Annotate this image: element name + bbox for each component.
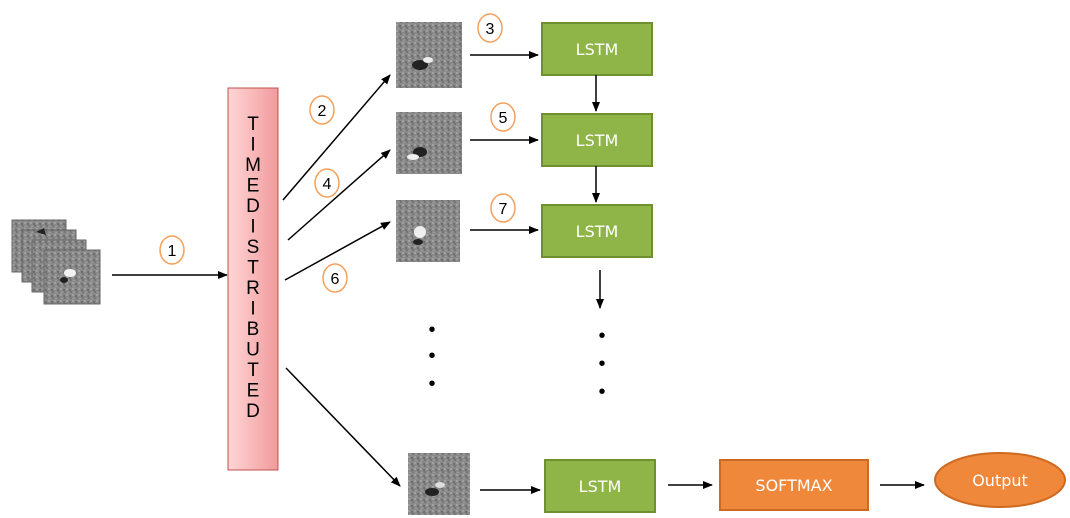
lstm-cell-2: LSTM bbox=[541, 113, 653, 167]
timedistributed-letter: M bbox=[245, 155, 261, 176]
lstm-cell-4: LSTM bbox=[544, 459, 656, 513]
output-node: Output bbox=[934, 452, 1066, 508]
step-badge-2: 2 bbox=[309, 95, 335, 125]
step-label-3: 3 bbox=[486, 21, 495, 38]
arrow-td-to-frame-3 bbox=[284, 221, 391, 281]
timedistributed-letter: I bbox=[250, 217, 255, 238]
svg-text:•: • bbox=[598, 325, 605, 347]
step-badge-4: 4 bbox=[314, 168, 340, 198]
softmax-label: SOFTMAX bbox=[755, 476, 832, 495]
lstm-ellipsis: • • • bbox=[598, 325, 605, 403]
timedistributed-letter: S bbox=[247, 237, 260, 258]
input-frame-stack bbox=[11, 219, 101, 305]
svg-text:•: • bbox=[428, 319, 435, 341]
step-label-4: 4 bbox=[323, 176, 332, 193]
timedistributed-letter: I bbox=[250, 135, 255, 156]
step-badge-6: 6 bbox=[322, 263, 348, 293]
frame-3 bbox=[396, 200, 460, 262]
output-label: Output bbox=[972, 471, 1028, 490]
svg-text:•: • bbox=[598, 353, 605, 375]
lstm-label-1: LSTM bbox=[576, 40, 619, 59]
timedistributed-letter: T bbox=[247, 360, 259, 381]
frames-ellipsis: • • • bbox=[428, 319, 435, 395]
frame-last bbox=[408, 453, 470, 515]
timedistributed-letter: B bbox=[247, 319, 260, 340]
step-label-5: 5 bbox=[499, 110, 508, 127]
timedistributed-letter: T bbox=[247, 258, 259, 279]
timedistributed-letter: T bbox=[247, 114, 259, 135]
svg-text:•: • bbox=[598, 381, 605, 403]
lstm-cell-3: LSTM bbox=[541, 204, 653, 258]
step-badge-7: 7 bbox=[490, 193, 516, 223]
arrow-td-to-frame-1 bbox=[282, 74, 391, 201]
step-badge-5: 5 bbox=[490, 102, 516, 132]
lstm-label-4: LSTM bbox=[579, 477, 622, 496]
step-label-1: 1 bbox=[168, 243, 177, 260]
step-label-2: 2 bbox=[318, 103, 327, 120]
svg-text:•: • bbox=[428, 345, 435, 367]
lstm-label-3: LSTM bbox=[576, 222, 619, 241]
softmax-layer: SOFTMAX bbox=[719, 459, 869, 511]
timedistributed-letter: R bbox=[246, 278, 260, 299]
timedistributed-letter: E bbox=[247, 381, 260, 402]
timedistributed-letter: E bbox=[247, 176, 260, 197]
lstm-label-2: LSTM bbox=[576, 131, 619, 150]
timedistributed-letter: D bbox=[246, 196, 260, 217]
step-label-7: 7 bbox=[499, 201, 508, 218]
step-label-6: 6 bbox=[331, 271, 340, 288]
svg-text:•: • bbox=[428, 373, 435, 395]
timedistributed-letter: D bbox=[246, 401, 260, 422]
timedistributed-letter: I bbox=[250, 299, 255, 320]
frame-1 bbox=[396, 22, 462, 88]
timedistributed-letter: U bbox=[246, 340, 260, 361]
arrow-td-to-frame-last bbox=[285, 367, 401, 487]
step-badge-1: 1 bbox=[159, 235, 185, 265]
arrow-td-to-frame-2 bbox=[287, 149, 391, 241]
frame-2 bbox=[396, 112, 462, 174]
lstm-cell-1: LSTM bbox=[541, 22, 653, 76]
step-badge-3: 3 bbox=[477, 13, 503, 43]
